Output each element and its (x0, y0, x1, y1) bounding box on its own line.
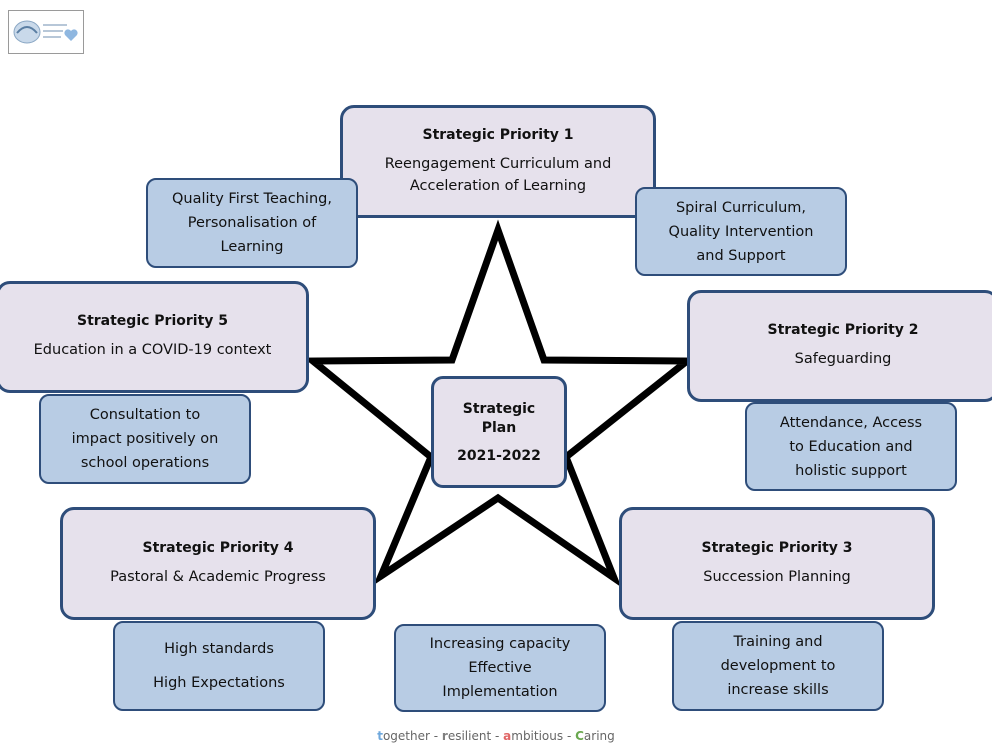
sub-consultation-line-2: impact positively on (71, 431, 219, 447)
priority-5-line-1: Education in a COVID-19 context (33, 342, 272, 358)
sub-capacity-line-3: Implementation (442, 684, 558, 700)
motto-sep-1: - (429, 729, 442, 743)
sub-spiral-line-2: Quality Intervention (668, 223, 814, 240)
sub-consultation: Consultation to impact positively on sch… (39, 394, 251, 484)
center-strategic-plan: Strategic Plan 2021-2022 (431, 376, 567, 488)
sub-training-line-3: increase skills (727, 682, 829, 698)
sub-quality-teaching-line-3: Learning (220, 239, 284, 255)
motto-ambitious: mbitious (511, 729, 564, 743)
sub-spiral-line-3: and Support (696, 247, 786, 264)
sub-high-standards: High standards High Expectations (113, 621, 325, 711)
sub-capacity-line-2: Effective (468, 660, 532, 676)
sub-quality-teaching-line-1: Quality First Teaching, (172, 191, 332, 207)
sub-capacity-line-1: Increasing capacity (429, 636, 571, 652)
sub-training-line-2: development to (720, 658, 836, 674)
center-line-1: Strategic (462, 401, 536, 417)
priority-2-title: Strategic Priority 2 (767, 322, 919, 338)
motto-footer: together - resilient - ambitious - Carin… (0, 729, 992, 743)
motto-resilient: esilient (447, 729, 492, 743)
school-logo-heart-icon (13, 20, 78, 44)
sub-consultation-line-3: school operations (80, 455, 210, 471)
sub-consultation-line-1: Consultation to (89, 407, 201, 423)
sub-spiral-line-1: Spiral Curriculum, (675, 199, 807, 216)
sub-attendance-line-1: Attendance, Access (779, 414, 923, 431)
sub-standards-line-2: High Expectations (153, 675, 285, 691)
priority-5-title: Strategic Priority 5 (76, 313, 229, 329)
sub-standards-line-1: High standards (164, 641, 274, 657)
priority-4-line-1: Pastoral & Academic Progress (110, 568, 326, 585)
motto-t-letter: t (377, 729, 383, 743)
priority-1-box: Strategic Priority 1 Reengagement Curric… (340, 105, 656, 218)
school-logo (8, 10, 84, 54)
motto-c-letter: C (575, 729, 584, 743)
motto-a-letter: a (503, 729, 512, 743)
sub-increasing-capacity: Increasing capacity Effective Implementa… (394, 624, 606, 712)
priority-1-line-1: Reengagement Curriculum and (384, 155, 612, 172)
sub-training-line-1: Training and (733, 634, 823, 650)
sub-spiral-curriculum: Spiral Curriculum, Quality Intervention … (635, 187, 847, 276)
priority-4-box: Strategic Priority 4 Pastoral & Academic… (60, 507, 376, 620)
sub-attendance-line-3: holistic support (795, 462, 907, 479)
priority-3-box: Strategic Priority 3 Succession Planning (619, 507, 935, 620)
sub-quality-teaching: Quality First Teaching, Personalisation … (146, 178, 358, 268)
sub-attendance: Attendance, Access to Education and holi… (745, 402, 957, 491)
sub-quality-teaching-line-2: Personalisation of (187, 215, 317, 231)
motto-together: ogether (382, 729, 430, 743)
priority-4-title: Strategic Priority 4 (142, 539, 294, 556)
priority-2-box: Strategic Priority 2 Safeguarding (687, 290, 992, 402)
sub-attendance-line-2: to Education and (789, 438, 913, 455)
priority-3-title: Strategic Priority 3 (701, 539, 853, 556)
priority-2-line-1: Safeguarding (794, 351, 892, 367)
priority-1-title: Strategic Priority 1 (422, 126, 574, 143)
center-line-2: Plan (481, 420, 517, 436)
center-line-3: 2021-2022 (457, 448, 541, 464)
motto-r-letter: r (441, 729, 448, 743)
sub-training: Training and development to increase ski… (672, 621, 884, 711)
motto-sep-3: - (563, 729, 576, 743)
priority-3-line-1: Succession Planning (703, 568, 851, 585)
priority-5-box: Strategic Priority 5 Education in a COVI… (0, 281, 309, 393)
motto-caring: aring (583, 729, 615, 743)
priority-1-line-2: Acceleration of Learning (409, 177, 587, 194)
motto-sep-2: - (491, 729, 504, 743)
